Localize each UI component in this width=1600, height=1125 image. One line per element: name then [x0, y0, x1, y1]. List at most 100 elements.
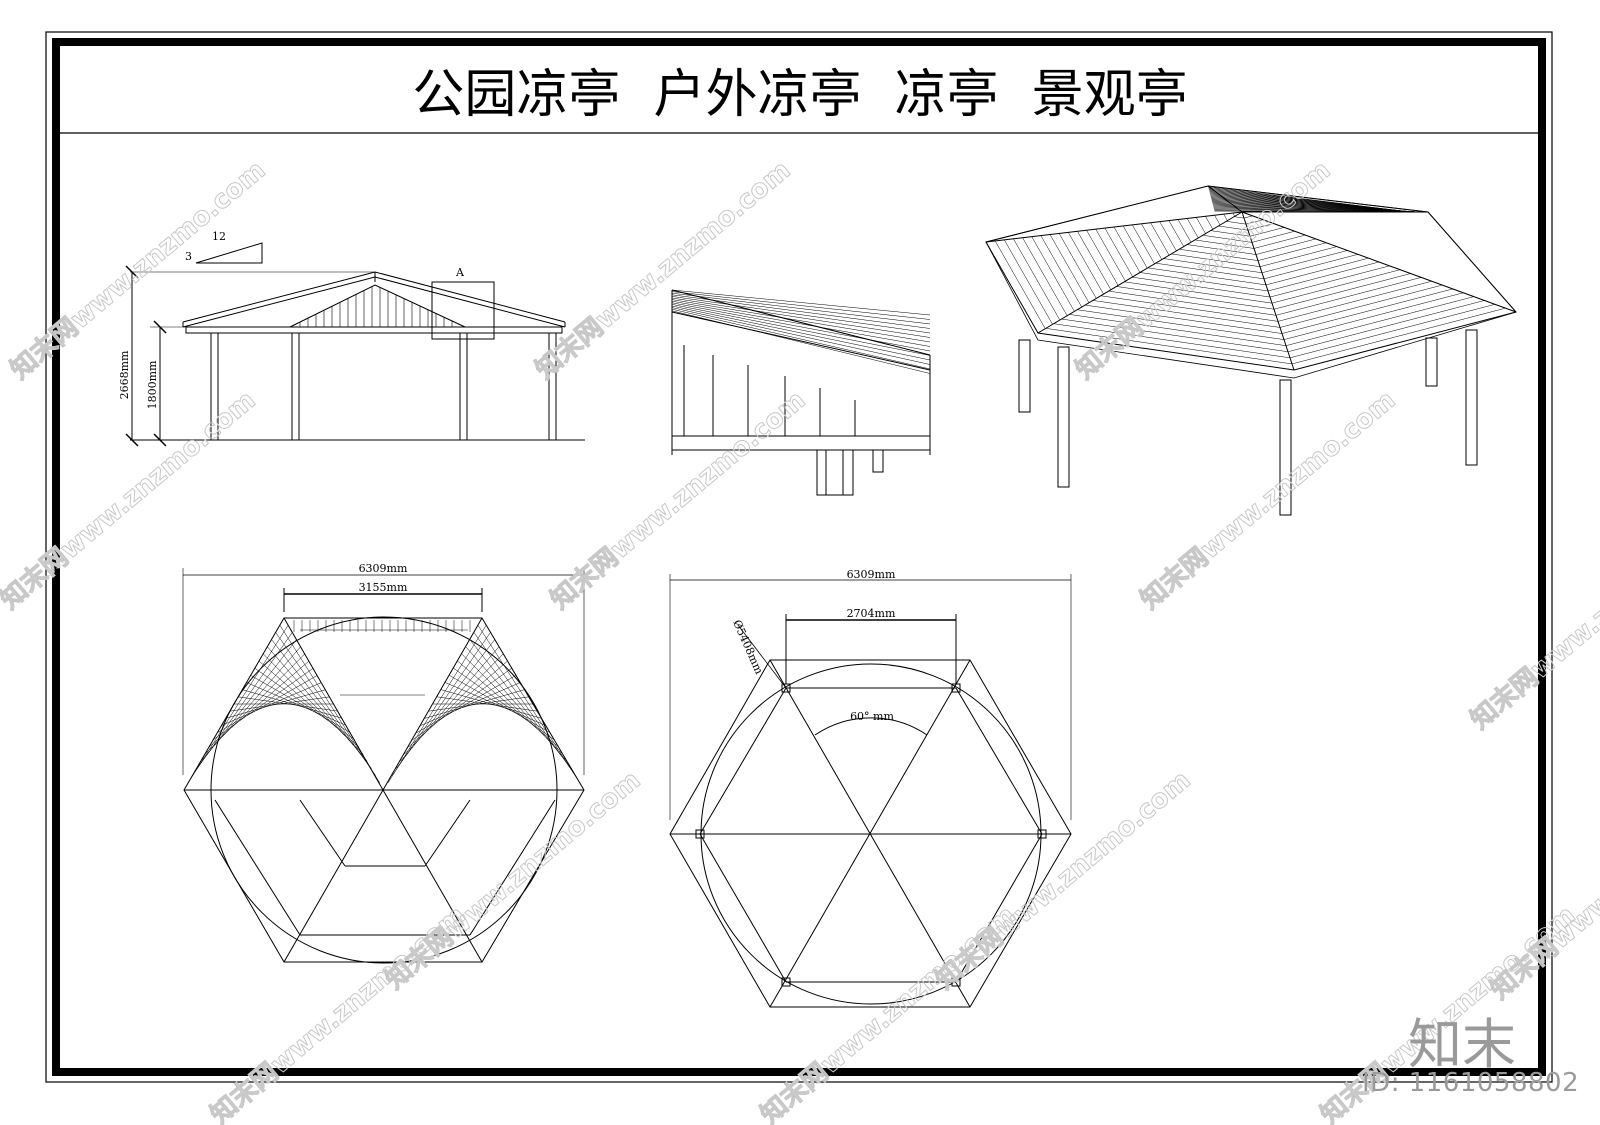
hatch-line [1249, 227, 1285, 237]
hatch-line [1132, 276, 1271, 298]
hatch-line [1214, 215, 1221, 226]
hatch-line [671, 310, 931, 374]
column-width-total-label: 6309mm [847, 568, 896, 581]
hatch-line [671, 292, 931, 325]
hatch-line [1287, 300, 1485, 353]
hatch-line [387, 625, 487, 783]
watermark-id: ID: 1161058802 [1362, 1068, 1580, 1098]
hatch-line [1045, 328, 1293, 365]
hatch-line [1269, 265, 1390, 298]
hatch-line [1289, 304, 1495, 359]
detail-tag: A [455, 266, 465, 279]
watermark-text: 知末网www.znzmo.com [5, 155, 271, 385]
hatch-line [1205, 216, 1214, 230]
column-plan [669, 574, 1072, 1008]
hatch-line [671, 300, 931, 347]
hatch-line [1234, 216, 1245, 219]
hatch-line [1257, 242, 1327, 261]
hatch-line [1147, 267, 1267, 286]
hatch-line [1259, 246, 1337, 267]
hatch-line [671, 307, 931, 365]
hatch-line [1155, 262, 1265, 280]
hatch-line [267, 646, 368, 762]
hatch-line [1247, 223, 1274, 231]
hatch-line [1163, 258, 1263, 274]
hatch-line [1202, 235, 1253, 243]
hatch-line [1058, 233, 1097, 299]
hatch-line [671, 299, 931, 343]
hatch-line [1261, 250, 1348, 274]
hatch-line [1291, 307, 1506, 365]
hatch-line [1100, 295, 1279, 322]
roof-plan [182, 568, 585, 964]
sheet-frame [45, 31, 1553, 1083]
hatch-line [1251, 230, 1295, 243]
hatch-line [1077, 309, 1285, 340]
hatch-line [671, 304, 931, 356]
slope-rise-label: 3 [185, 250, 192, 263]
hatch-line [1077, 231, 1112, 290]
hatch-line [1108, 290, 1277, 316]
sheet-title: 公园凉亭 户外凉亭 凉亭 景观亭 [412, 65, 1187, 125]
hatch-line [391, 632, 491, 776]
hatch-line [1187, 244, 1257, 255]
hatch-line [1214, 210, 1428, 213]
hatch-line [1232, 212, 1235, 217]
hatch-line [1168, 220, 1184, 247]
hatch-line [671, 308, 931, 370]
hatch-line [1092, 300, 1281, 328]
hatch-line [1086, 230, 1119, 286]
hatch-line [400, 646, 500, 762]
hatch-line [1139, 272, 1269, 292]
watermark-brand: 知末 [1408, 1013, 1516, 1076]
hatch-line [1285, 296, 1474, 346]
hatch-line [1277, 280, 1432, 322]
height-total-label: 2668mm [118, 350, 131, 399]
watermark-text: 知末网www.znzmo.com [1465, 505, 1600, 735]
hatch-line [1141, 223, 1163, 260]
hatch-line [1253, 234, 1306, 249]
column-angle-label: 60° mm [850, 710, 894, 723]
hatch-line [1218, 225, 1249, 231]
hatch-line [1283, 292, 1464, 340]
watermark-text: 知末网www.znzmo.com [205, 900, 471, 1125]
hatch-line [671, 302, 931, 352]
hatch-line [275, 632, 376, 776]
hatch-line [1069, 314, 1287, 346]
roof-width-edge-label: 3155mm [359, 581, 408, 594]
hatch-line [1194, 239, 1255, 249]
hatch-line [1263, 254, 1358, 280]
hatch-line [671, 296, 931, 334]
hatch-line [396, 639, 495, 769]
hatch-line [1053, 323, 1291, 359]
hatch-line [1061, 318, 1289, 353]
hatch-line [1271, 269, 1401, 304]
hatch-line [1116, 286, 1275, 310]
hatch-line [1186, 218, 1199, 239]
watermark-text: 知末网www.znzmo.com [1135, 385, 1401, 615]
height-column-label: 1800mm [146, 360, 159, 409]
hatch-line [1124, 281, 1273, 304]
hatch-line [1104, 227, 1133, 277]
hatch-line [1265, 257, 1369, 286]
hatch-line [1281, 288, 1453, 334]
hatch-line [1177, 219, 1192, 243]
hatch-line [1085, 304, 1283, 334]
side-elevation [125, 242, 585, 447]
watermark-text: 知末网www.znzmo.com [545, 385, 811, 615]
hatch-line [1243, 215, 1253, 219]
hatch-line [1179, 248, 1259, 261]
hatch-line [671, 291, 931, 320]
column-diameter-label: Ø5408mm [730, 618, 766, 677]
hatch-line [1223, 214, 1228, 221]
hatch-line [271, 639, 372, 769]
hatch-line [671, 294, 931, 329]
roof-width-total-label: 6309mm [359, 562, 408, 575]
hatch-line [671, 305, 931, 361]
hatch-line [1113, 226, 1141, 273]
watermark-text: 知末网www.znzmo.com [530, 155, 796, 385]
hatch-line [1150, 222, 1170, 256]
hatch-line [1226, 221, 1247, 225]
